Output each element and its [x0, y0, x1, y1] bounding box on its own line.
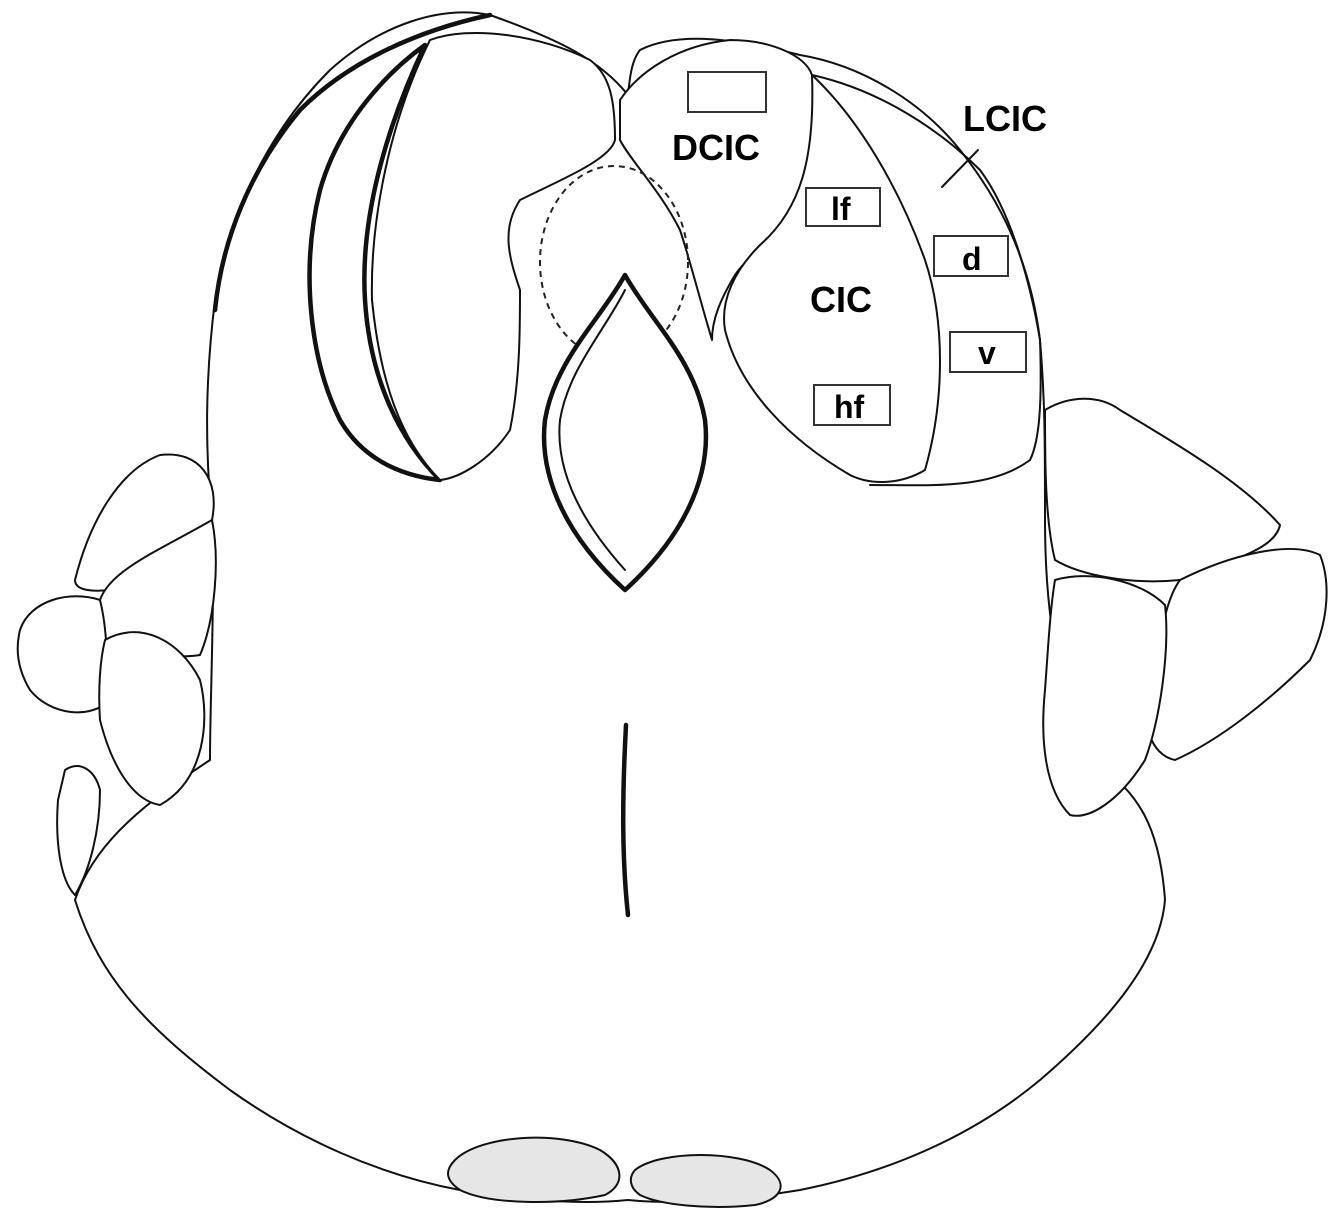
lcic-label: LCIC [963, 98, 1047, 139]
dcic-label: DCIC [672, 127, 760, 168]
cic-label: CIC [810, 279, 872, 320]
right-lateral-lobe-1 [1045, 399, 1280, 582]
pontine-left-lobe [448, 1138, 619, 1202]
brainstem-outline [75, 12, 1165, 1201]
left-lateral-lobe-3 [18, 596, 110, 712]
right-lateral-lobe-3 [1043, 576, 1166, 816]
dcic-sample-box [688, 72, 766, 112]
hf-label: hf [834, 389, 865, 425]
lf-label: lf [831, 191, 851, 227]
d-label: d [962, 241, 982, 277]
left-lateral-lobe-4 [99, 632, 204, 805]
v-label: v [978, 335, 996, 371]
